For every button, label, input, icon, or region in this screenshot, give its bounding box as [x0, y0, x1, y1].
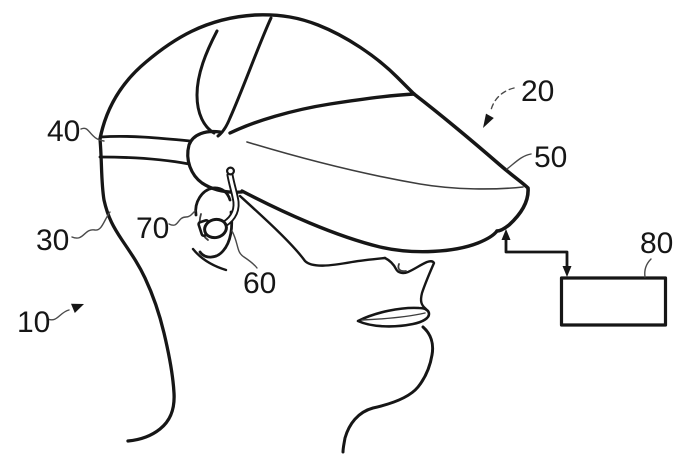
lip-midline	[361, 312, 426, 321]
head-group	[98, 13, 416, 443]
label-60: 60	[243, 267, 276, 300]
leader-70	[168, 210, 196, 226]
arrow-20-head-icon	[483, 113, 494, 128]
face-group	[238, 194, 436, 454]
crown-strap-front-line	[195, 29, 219, 135]
arrow-10-shaft	[47, 309, 70, 321]
arrow-20-shaft	[490, 87, 515, 111]
label-40: 40	[47, 115, 80, 148]
ear-lobe	[198, 210, 234, 259]
nostril-line	[397, 263, 407, 273]
reference-labels-group: 10 20 30 40 50 60 70 80	[17, 75, 673, 339]
label-10: 10	[17, 306, 50, 339]
label-80: 80	[640, 227, 673, 260]
ear-group	[191, 186, 234, 272]
connector-arrowhead-down-icon	[562, 266, 572, 277]
headband-bottom-line	[98, 155, 191, 166]
leader-50	[506, 153, 532, 170]
head-back-neck-outline	[98, 137, 176, 443]
visor-bottom-edge	[240, 189, 499, 254]
cheek-line	[238, 194, 387, 267]
leader-80	[644, 258, 652, 278]
arrow-10-head-icon	[71, 303, 84, 313]
connector-arrowhead-up-icon	[501, 229, 511, 240]
visor-group	[228, 92, 530, 254]
leader-40	[80, 127, 105, 142]
earphone-pivot	[226, 166, 236, 176]
temple-pod	[186, 129, 244, 194]
connector-arrow-line	[504, 236, 569, 272]
ear-helix	[194, 186, 232, 217]
label-20: 20	[521, 75, 554, 108]
leader-60	[231, 230, 258, 269]
visor-front-edge	[412, 92, 530, 233]
crown-strap-rear-line	[216, 16, 273, 138]
earphone-earbud	[203, 217, 228, 240]
external-device-box	[559, 276, 668, 327]
label-70: 70	[136, 212, 169, 245]
earphone-stem-outer	[217, 171, 240, 230]
connector-group	[501, 229, 668, 327]
earphone-stem-inner	[219, 173, 238, 228]
nose-outline	[383, 256, 436, 311]
earphone-group	[197, 166, 240, 240]
chin-neck-line	[341, 325, 435, 454]
label-30: 30	[36, 224, 69, 257]
leader-30	[71, 211, 111, 239]
visor-top-ridge	[228, 92, 416, 135]
cap-crown-outline	[98, 13, 416, 141]
leader-lines-group	[47, 87, 652, 321]
label-50: 50	[534, 141, 567, 174]
jaw-under-ear-line	[191, 247, 228, 272]
headband-top-line	[99, 134, 192, 143]
visor-crease-line	[246, 141, 524, 190]
